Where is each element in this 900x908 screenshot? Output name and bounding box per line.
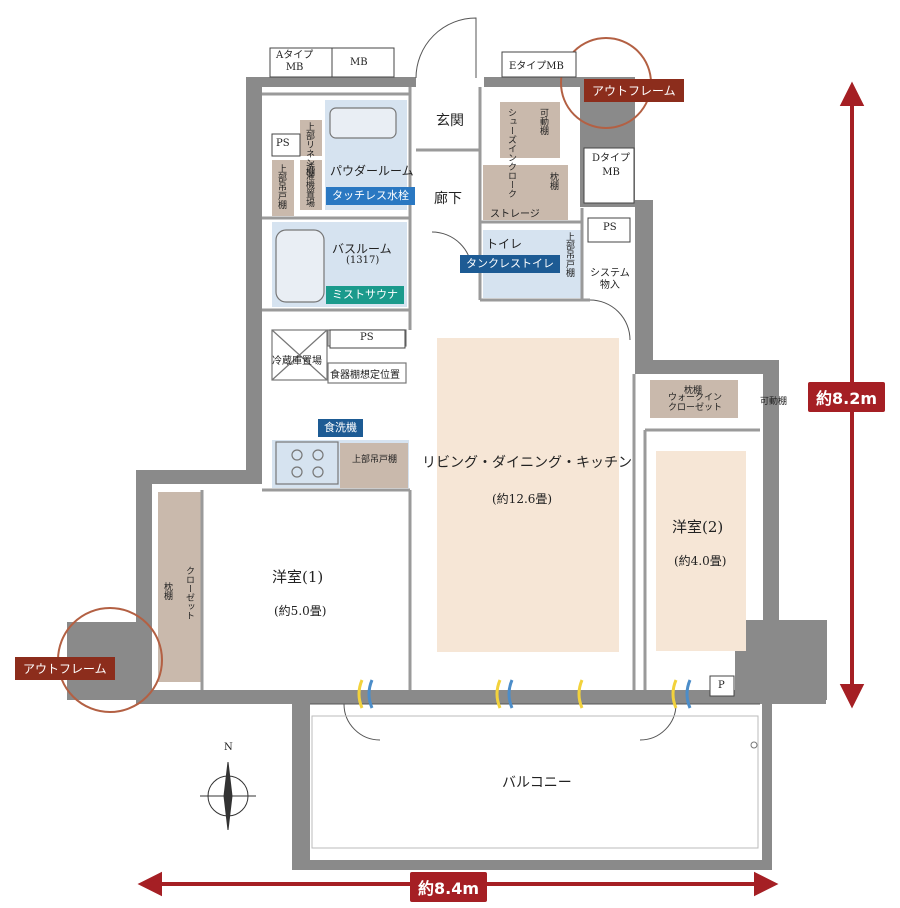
room2-label: 洋室(2) — [672, 518, 724, 536]
storage-label: ストレージ — [490, 209, 540, 220]
north-label: N — [224, 742, 233, 753]
ps-label-3: PS — [360, 332, 374, 343]
mb-a-label: Aタイプ MB — [276, 50, 314, 73]
balcony-drain — [750, 741, 758, 749]
ps-label-1: PS — [276, 138, 290, 149]
bathtub — [275, 107, 397, 303]
kadou-right-label: 可動棚 — [760, 397, 788, 407]
closet-label: クローゼット — [184, 566, 194, 620]
mist-sauna-badge: ミストサウナ — [326, 286, 404, 304]
makura-room1-label: 枕棚 — [162, 582, 172, 600]
room1-label: 洋室(1) — [272, 568, 324, 586]
toilet-upper-cab-label: 上部吊戸棚 — [564, 232, 574, 277]
floor-accents — [437, 338, 746, 652]
ldk-size-label: (約12.6畳) — [492, 492, 553, 506]
ps-label-2: PS — [603, 222, 617, 233]
upper-cab-label: 上部吊戸棚 — [276, 164, 286, 209]
reizoko-label: 冷蔵庫置場 — [272, 356, 322, 367]
balcony-label: バルコニー — [502, 775, 572, 791]
walkin-label: ウォークイン クローゼット — [668, 393, 723, 413]
airflow-marks — [357, 679, 692, 709]
mb-label: MB — [350, 57, 368, 68]
bath-size-label: (1317) — [346, 255, 380, 266]
outframe-tag-bottom-left: アウトフレーム — [15, 657, 115, 680]
roka-label: 廊下 — [434, 191, 462, 207]
partitions — [200, 87, 760, 690]
touchless-faucet-badge: タッチレス水栓 — [326, 187, 415, 205]
mb-d-label: Dタイプ MB — [592, 153, 631, 178]
counters — [271, 329, 407, 485]
dishwasher-badge: 食洗機 — [318, 419, 363, 437]
toilet-label: トイレ — [486, 237, 523, 251]
storage-blocks — [158, 102, 738, 682]
kitchen-upper-cab-label: 上部吊戸棚 — [352, 455, 398, 465]
shokki-label: 食器棚想定位置 — [330, 370, 400, 381]
compass-icon — [200, 761, 256, 831]
outframe-tag-top-right: アウトフレーム — [584, 79, 684, 102]
powder-label: パウダールーム — [330, 164, 414, 178]
width-dimension: 約8.4m — [410, 872, 488, 902]
p-label: P — [718, 680, 725, 691]
balcony-inner — [311, 715, 759, 849]
makura-walkin-label: 枕棚 — [684, 386, 703, 396]
system-mono-label: システム 物入 — [590, 268, 630, 291]
height-dimension: 約8.2m — [808, 382, 886, 412]
linen-label: 上部リネン棚 — [304, 122, 314, 176]
mb-boxes — [269, 47, 735, 697]
ldk-label: リビング・ダイニング・キッチン — [422, 455, 632, 471]
shoes-label: シューズインクローク — [506, 108, 516, 198]
makura-storage-label: 枕棚 — [548, 172, 558, 190]
room2-size-label: (約4.0畳) — [674, 554, 727, 568]
kadou-label: 可動棚 — [538, 108, 548, 135]
sentaku-label: 洗濯機置場 — [304, 162, 314, 207]
genkan-label: 玄関 — [436, 113, 464, 129]
doors — [310, 17, 760, 741]
tankless-toilet-badge: タンクレストイレ — [460, 255, 560, 273]
mb-e-label: EタイプMB — [509, 61, 564, 72]
bath-label: バスルーム — [332, 242, 392, 256]
room1-size-label: (約5.0畳) — [274, 604, 327, 618]
